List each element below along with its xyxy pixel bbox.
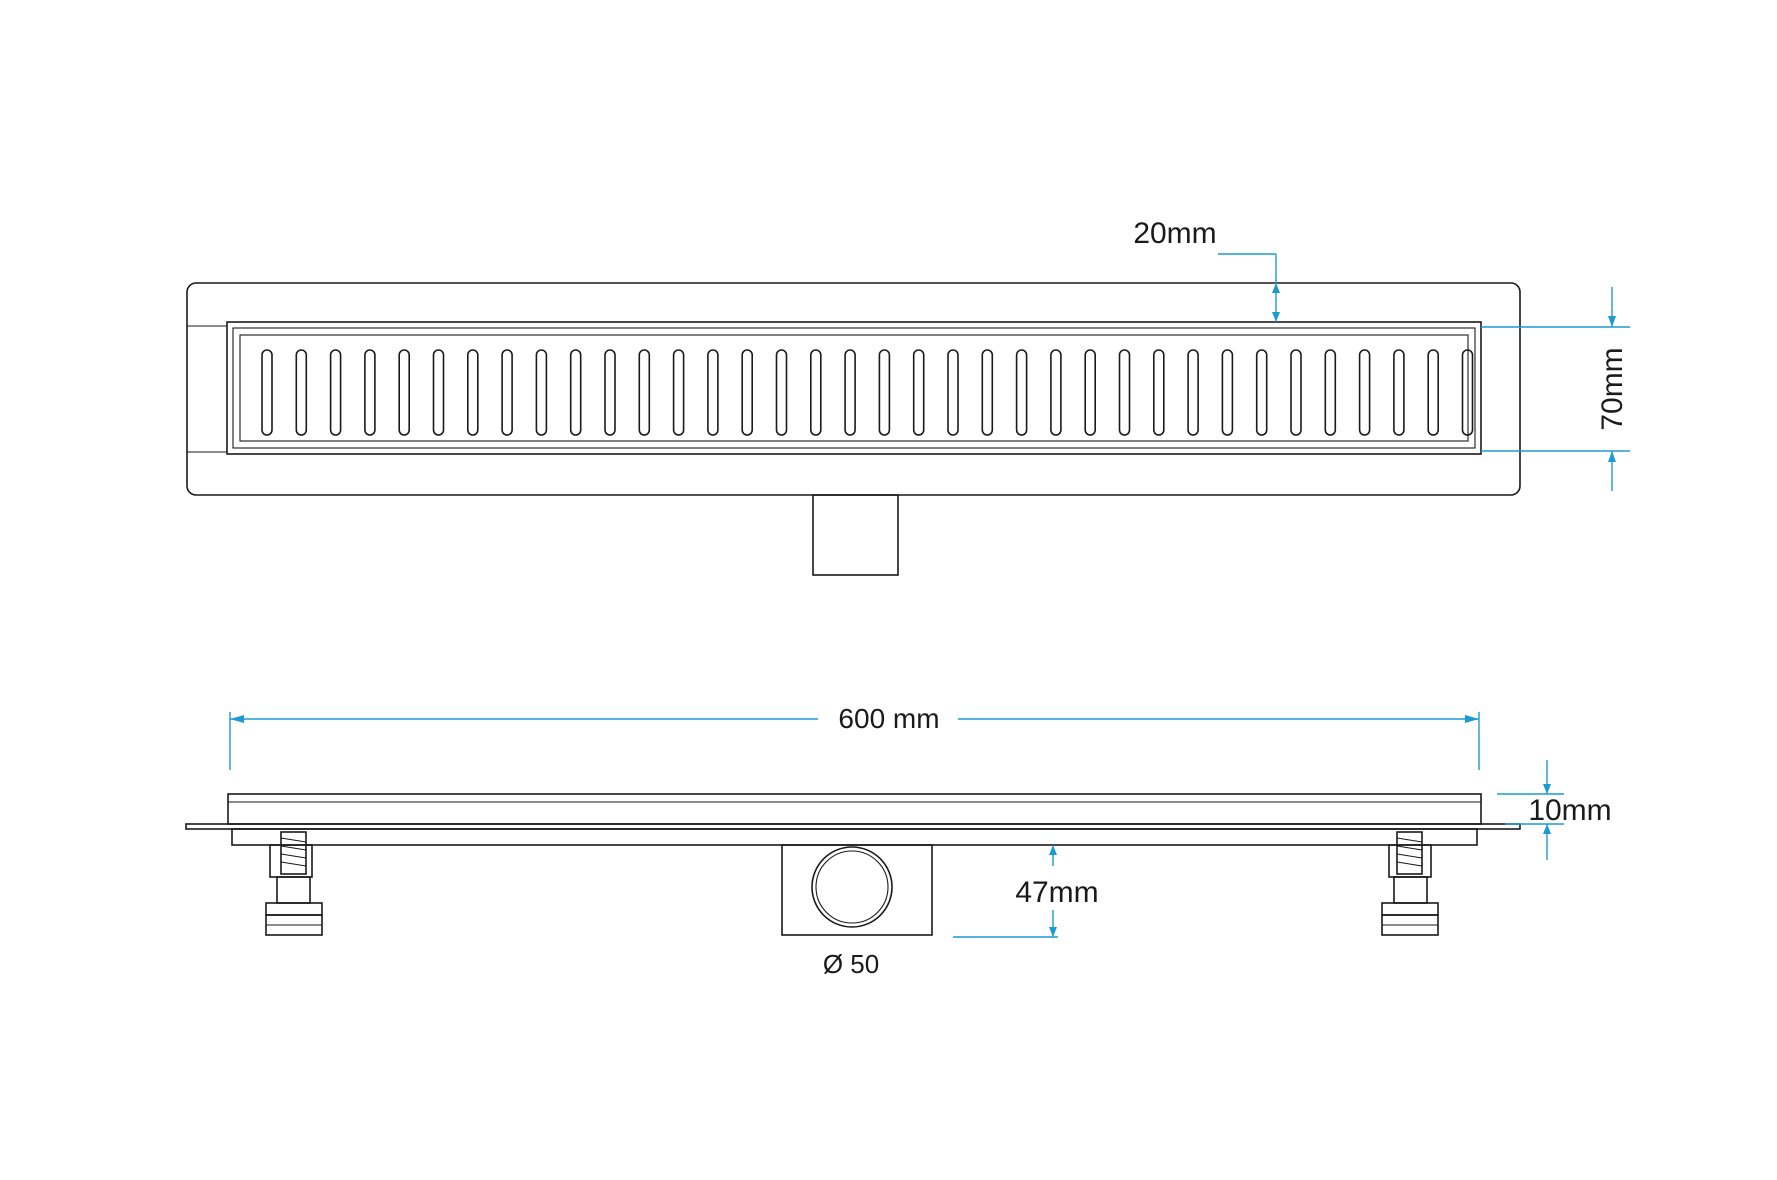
outlet-diameter-label: Ø 50 (823, 949, 879, 979)
grille-slot (1050, 349, 1062, 436)
flange-arrow-top (1543, 784, 1551, 794)
side-view (185, 793, 1521, 936)
grille-slot (604, 349, 616, 436)
frame-gap-arrow-up (1272, 283, 1280, 293)
foot-right-thread-2 (1396, 845, 1423, 851)
outlet-pipe-circle (811, 846, 893, 928)
grille-frame-outer (226, 321, 1482, 455)
foot-right-thread-3 (1396, 853, 1423, 859)
grille-slot (878, 349, 891, 436)
grille-width-arrow-top (1608, 316, 1616, 327)
foot-right-thread-4 (1396, 861, 1423, 867)
grille-slot (1187, 349, 1199, 436)
foot-right-screw (1396, 831, 1423, 875)
grille-slot (364, 349, 376, 436)
side-channel (231, 828, 1478, 846)
grille-slot (329, 349, 342, 436)
outlet-housing (781, 844, 933, 936)
grille-slot (1221, 349, 1234, 436)
length-arrow-left (230, 715, 244, 723)
outlet-height-arrow-top (1049, 845, 1057, 855)
foot-right-nut (1381, 902, 1439, 916)
grille-slot (261, 349, 273, 436)
grille-slot (535, 349, 548, 436)
dimension-length: 600 mm (229, 703, 1480, 770)
grille-slot (775, 349, 788, 436)
foot-left-nut (265, 902, 323, 916)
foot-left-thread-4 (280, 861, 307, 867)
grille-slot (1393, 349, 1405, 436)
grille-width-label: 70mm (1596, 347, 1629, 430)
dimension-frame-gap: 20mm (1133, 217, 1280, 322)
outlet-height-arrow-bottom (1049, 927, 1057, 937)
grille-slot (809, 349, 822, 436)
foot-left-thread-1 (280, 837, 307, 843)
grille-slot (947, 349, 959, 436)
foot-right-body (1393, 876, 1428, 904)
grille-slot (1153, 349, 1165, 436)
grille-slot (1015, 349, 1028, 436)
outlet-pipe-inner (815, 850, 889, 924)
grille-slot (1358, 349, 1371, 436)
grille-slot (1461, 349, 1474, 436)
grille-slot (1118, 349, 1131, 436)
frame-gap-arrow-down (1272, 312, 1280, 322)
grille-slot (844, 349, 856, 436)
grille-width-arrow-bottom (1608, 451, 1616, 462)
drain-body-outline (186, 282, 1521, 496)
length-label: 600 mm (838, 703, 939, 734)
grille-slots (261, 349, 1474, 436)
dimension-flange: 10mm (1497, 760, 1612, 860)
grille-frame-inner (232, 327, 1476, 449)
foot-left-body (276, 876, 311, 904)
top-view (186, 282, 1521, 576)
flange-arrow-bottom (1543, 824, 1551, 834)
grille-slot (638, 349, 651, 436)
outlet-height-label: 47mm (1015, 876, 1098, 909)
foot-right-bracket (1388, 844, 1432, 878)
outlet-height-label-bg (1010, 866, 1102, 910)
grille-slot (1084, 349, 1096, 436)
grille-slot (741, 349, 754, 436)
grille-slot (707, 349, 719, 436)
dimension-outlet-height: 47mm (953, 845, 1102, 938)
outlet-pipe-top (812, 494, 899, 576)
grille-slot (569, 349, 582, 436)
frame-gap-label: 20mm (1133, 217, 1216, 250)
grille-slot (1290, 349, 1302, 436)
grille-slot (501, 349, 513, 436)
foot-left-thread-3 (280, 853, 307, 859)
grille-slot (295, 349, 308, 436)
grille-slot (1427, 349, 1439, 436)
grille-slot (1255, 349, 1268, 436)
foot-left-thread-2 (280, 845, 307, 851)
foot-right-thread-1 (1396, 837, 1423, 843)
dimension-grille-width: 70mm (1481, 287, 1630, 491)
length-arrow-right (1465, 715, 1479, 723)
grille-slot (981, 349, 994, 436)
side-grille (227, 793, 1482, 825)
adjustable-foot-left (265, 831, 323, 936)
grille-slot (1324, 349, 1337, 436)
grille-plate (239, 334, 1469, 442)
grille-slot (432, 349, 445, 436)
grille-slot (466, 349, 479, 436)
grille-slot (672, 349, 685, 436)
adjustable-foot-right (1381, 831, 1439, 936)
grille-slot (398, 349, 411, 436)
grille-slot (912, 349, 925, 436)
flange-label: 10mm (1528, 794, 1611, 827)
foot-left-screw (280, 831, 307, 875)
